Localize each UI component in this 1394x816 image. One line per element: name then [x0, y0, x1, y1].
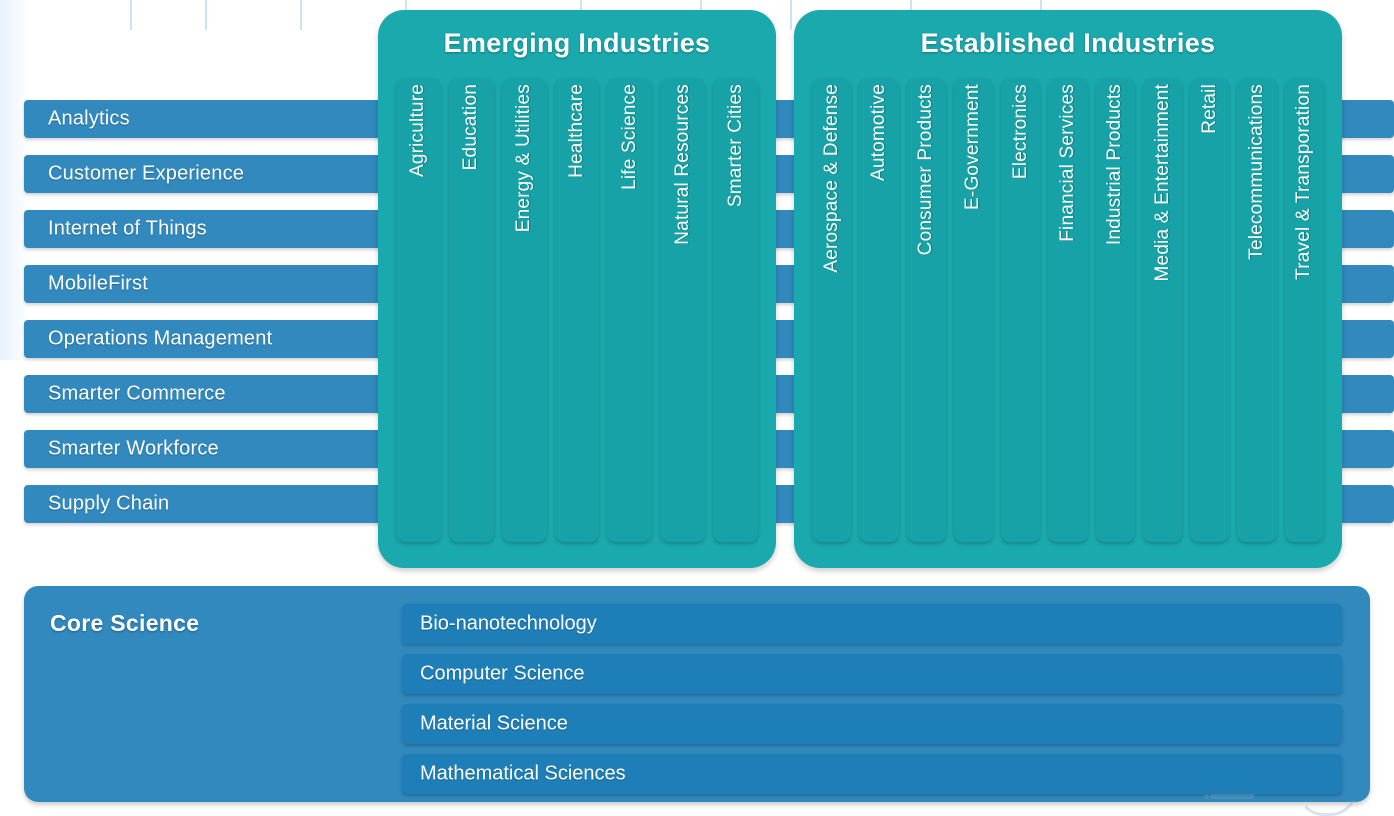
industry-column-list: Agriculture Education Energy & Utilities He…: [378, 78, 776, 542]
industry-column-energy-utilities[interactable]: Energy & Utilities: [501, 78, 547, 542]
industry-column-label: Aerospace & Defense: [820, 84, 842, 273]
arc-icon: [1296, 788, 1358, 816]
industry-column-label: Education: [460, 84, 482, 171]
capability-row-label: Supply Chain: [48, 492, 170, 515]
bar-icon: [1210, 794, 1254, 799]
industry-column-education[interactable]: Education: [448, 78, 494, 542]
core-science-item-material-science[interactable]: Material Science: [402, 704, 1342, 744]
industry-column-label: Telecommunications: [1246, 84, 1268, 260]
industry-column-label: E-Government: [962, 84, 984, 210]
industry-column-agriculture[interactable]: Agriculture: [396, 78, 441, 542]
industry-column-list: Aerospace & Defense Automotive Consumer Pr…: [794, 78, 1342, 542]
industry-column-label: Automotive: [867, 84, 889, 182]
core-science-item-label: Mathematical Sciences: [420, 762, 626, 785]
core-science-item-label: Material Science: [420, 712, 568, 735]
capability-row-label: Analytics: [48, 107, 130, 130]
industry-column-label: Financial Services: [1056, 84, 1078, 242]
industry-column-label: Consumer Products: [915, 84, 937, 256]
industry-column-smarter-cities[interactable]: Smarter Cities: [713, 78, 758, 542]
core-science-item-label: Bio-nanotechnology: [420, 612, 597, 635]
industry-column-life-science[interactable]: Life Science: [607, 78, 653, 542]
industry-column-industrial-products[interactable]: Industrial Products: [1095, 78, 1135, 542]
industry-column-media-entertainment[interactable]: Media & Entertainment: [1142, 78, 1183, 542]
decorative-line: [130, 0, 132, 30]
core-science-item-mathematical-sciences[interactable]: Mathematical Sciences: [402, 754, 1342, 794]
capability-row-label: Operations Management: [48, 327, 273, 350]
capability-row-label: MobileFirst: [48, 272, 148, 295]
industry-column-label: Life Science: [618, 84, 640, 190]
industry-panel-title: Emerging Industries: [443, 28, 711, 58]
capability-row-label: Smarter Commerce: [48, 382, 226, 405]
capability-row-label: Internet of Things: [48, 217, 207, 240]
industry-column-label: Media & Entertainment: [1151, 84, 1173, 282]
capability-row-label: Customer Experience: [48, 162, 245, 185]
industry-column-aerospace-defense[interactable]: Aerospace & Defense: [812, 78, 852, 542]
industry-column-e-government[interactable]: E-Government: [953, 78, 994, 542]
industry-column-label: Electronics: [1009, 84, 1031, 180]
decorative-line: [300, 0, 302, 30]
industry-column-label: Healthcare: [565, 84, 587, 178]
core-science-item-computer-science[interactable]: Computer Science: [402, 654, 1342, 694]
industry-column-label: Retail: [1198, 84, 1220, 134]
industry-column-label: Travel & Transporation: [1293, 84, 1315, 280]
industry-column-label: Natural Resources: [671, 84, 693, 245]
industry-column-natural-resources[interactable]: Natural Resources: [660, 78, 706, 542]
industry-panel-title: Established Industries: [920, 28, 1216, 58]
industry-column-consumer-products[interactable]: Consumer Products: [906, 78, 946, 542]
dot-icon: [1204, 794, 1209, 799]
core-science-item-bio-nanotechnology[interactable]: Bio-nanotechnology: [402, 604, 1342, 644]
industry-column-electronics[interactable]: Electronics: [1001, 78, 1041, 542]
decorative-line: [205, 0, 207, 30]
core-science-title: Core Science: [50, 610, 200, 636]
decorative-line: [790, 0, 792, 30]
industry-column-healthcare[interactable]: Healthcare: [554, 78, 600, 542]
industry-column-label: Smarter Cities: [724, 84, 746, 208]
core-science-item-label: Computer Science: [420, 662, 585, 685]
capability-row-label: Smarter Workforce: [48, 437, 219, 460]
industry-column-label: Industrial Products: [1104, 84, 1126, 246]
industry-column-retail[interactable]: Retail: [1190, 78, 1230, 542]
industry-column-telecommunications[interactable]: Telecommunications: [1237, 78, 1277, 542]
industry-column-financial-services[interactable]: Financial Services: [1048, 78, 1088, 542]
industry-column-automotive[interactable]: Automotive: [859, 78, 899, 542]
industry-column-label: Agriculture: [407, 84, 429, 178]
industry-column-travel-transporation[interactable]: Travel & Transporation: [1284, 78, 1324, 542]
industry-column-label: Energy & Utilities: [513, 84, 535, 233]
watermark: [1204, 786, 1384, 816]
